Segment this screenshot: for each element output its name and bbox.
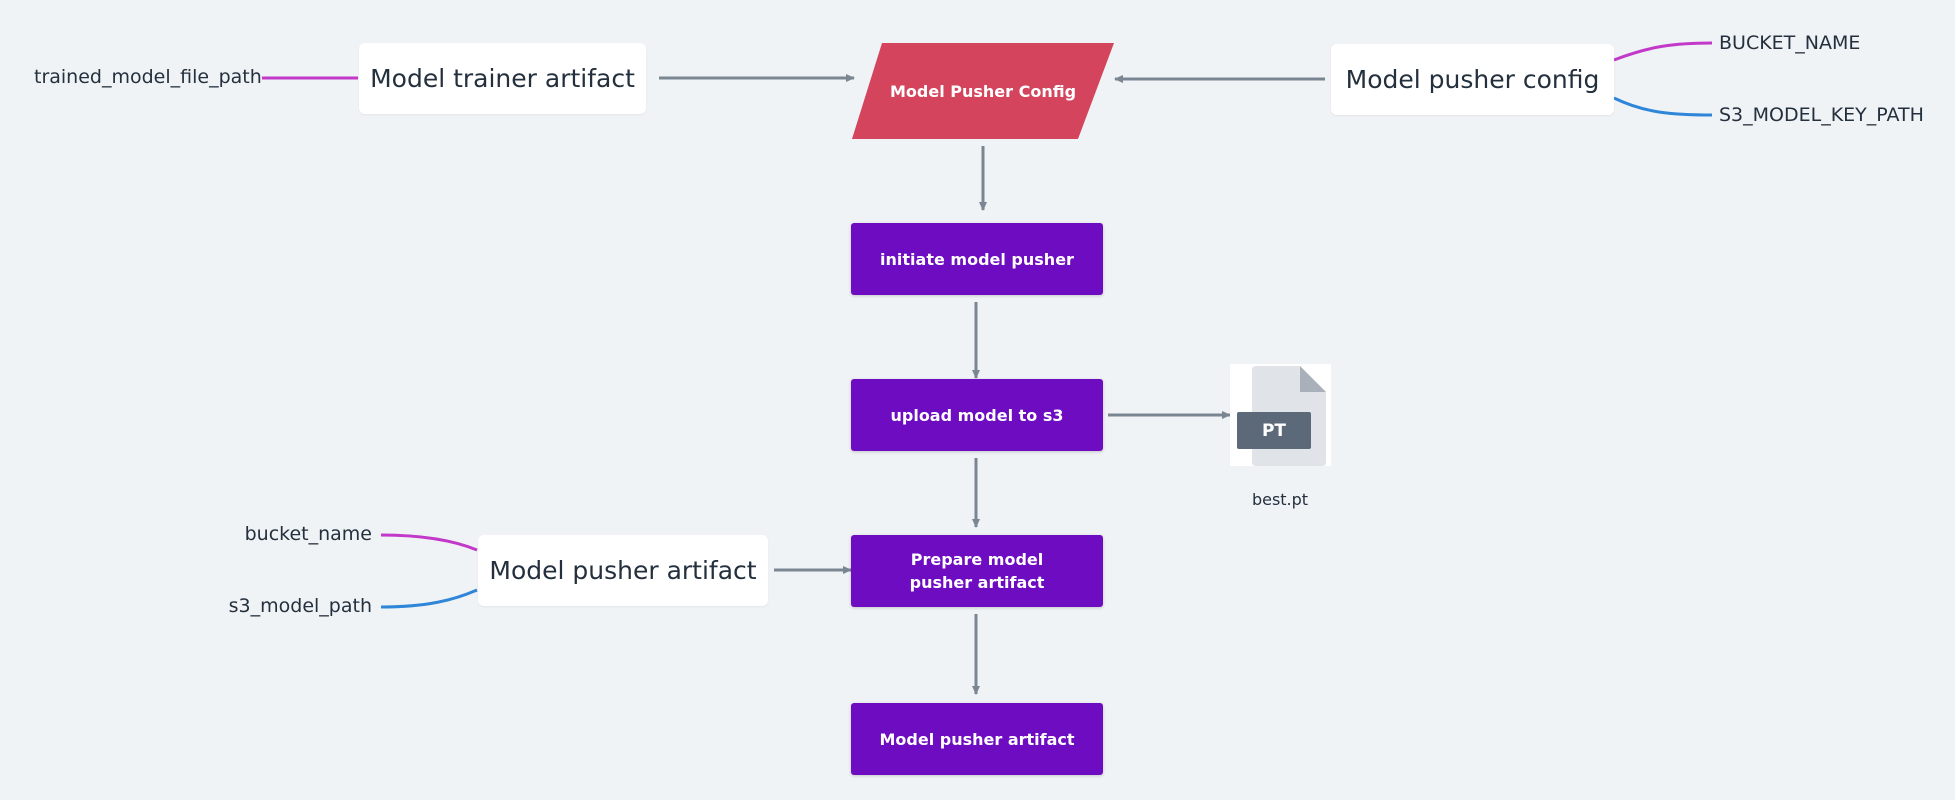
bucket-name-label: bucket_name [244, 523, 372, 545]
model-pusher-artifact-card[interactable]: Model pusher artifact [478, 535, 768, 606]
s3-model-key-path-const-label: S3_MODEL_KEY_PATH [1719, 104, 1924, 126]
file-name-caption: best.pt [1251, 490, 1309, 509]
model-pusher-config-card[interactable]: Model pusher config [1331, 44, 1614, 115]
link-bucket-name [380, 533, 478, 552]
file-type-badge: PT [1261, 420, 1287, 441]
step-model-pusher-artifact[interactable]: Model pusher artifact [851, 703, 1103, 775]
s3-model-path-label: s3_model_path [228, 595, 372, 617]
model-pusher-config-label: Model Pusher Config [889, 81, 1077, 101]
link-s3-model-path [380, 588, 478, 609]
step-initiate-model-pusher[interactable]: initiate model pusher [851, 223, 1103, 295]
bucket-name-const-label: BUCKET_NAME [1719, 32, 1861, 54]
step-prepare-model-pusher-artifact[interactable]: Prepare model pusher artifact [851, 535, 1103, 607]
model-trainer-artifact-card[interactable]: Model trainer artifact [359, 43, 646, 114]
link-s3-model-key-path-const [1613, 96, 1713, 117]
step-upload-model-to-s3[interactable]: upload model to s3 [851, 379, 1103, 451]
trained-model-file-path-label: trained_model_file_path [34, 66, 262, 88]
link-bucket-name-const [1613, 41, 1713, 62]
file-icon [1230, 364, 1331, 466]
model-pusher-config-shape[interactable] [852, 43, 1114, 139]
